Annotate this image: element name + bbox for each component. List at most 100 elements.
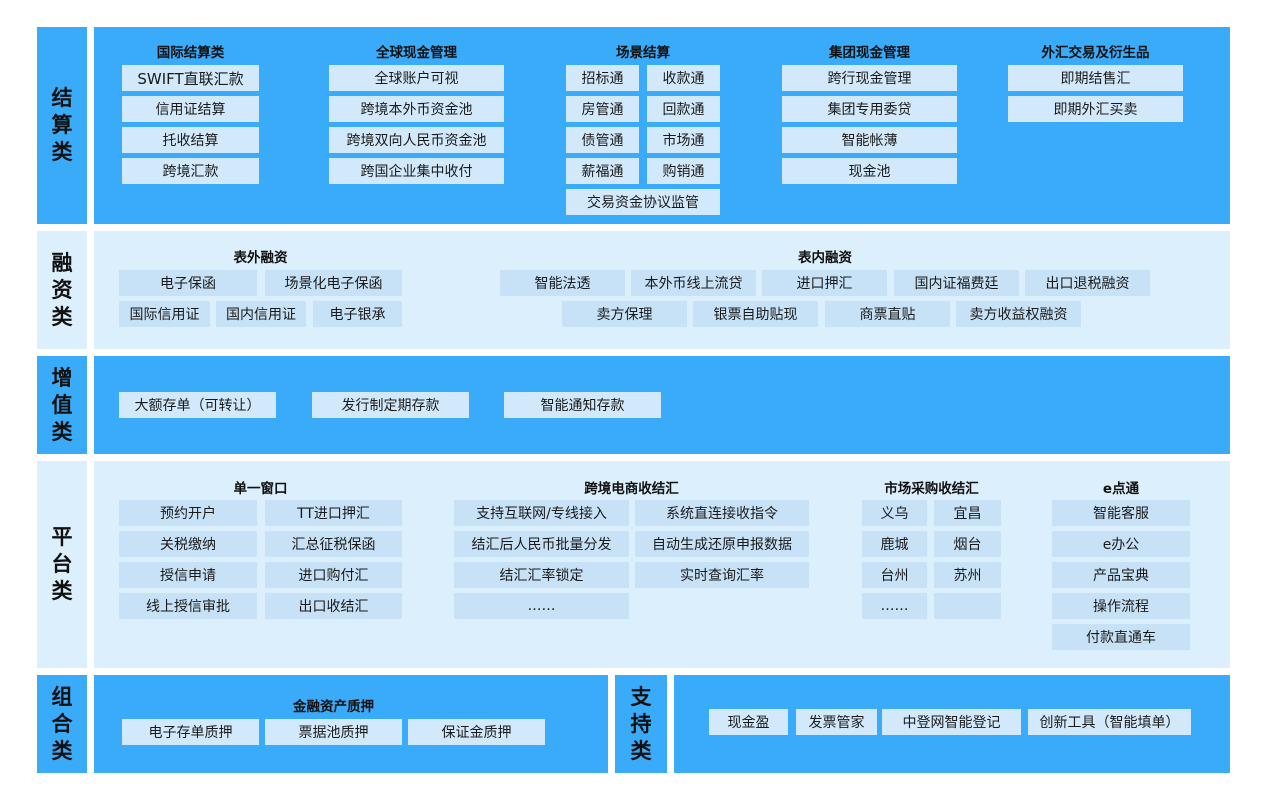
item-single-window[interactable]: 预约开户 bbox=[119, 500, 257, 526]
label-char: 类 bbox=[51, 140, 73, 164]
item-e-cd-pledge[interactable]: 电子存单质押 bbox=[122, 719, 259, 745]
item-single-window[interactable]: TT进口押汇 bbox=[265, 500, 402, 526]
item-scene-escrow[interactable]: 交易资金协议监管 bbox=[566, 189, 720, 215]
item-lc-settlement[interactable]: 信用证结算 bbox=[122, 96, 259, 122]
item-on-balance[interactable]: 卖方收益权融资 bbox=[956, 301, 1081, 327]
group-title-asset-pledge: 金融资产质押 bbox=[293, 699, 374, 715]
item-scene[interactable]: 市场通 bbox=[647, 127, 720, 153]
item-collection-settlement[interactable]: 托收结算 bbox=[122, 127, 259, 153]
item-custom-term-deposit[interactable]: 发行制定期存款 bbox=[312, 392, 469, 418]
item-group-entrusted-loan[interactable]: 集团专用委贷 bbox=[782, 96, 957, 122]
item-cross-border-pool[interactable]: 跨境本外币资金池 bbox=[329, 96, 504, 122]
item-on-balance[interactable]: 进口押汇 bbox=[762, 270, 887, 296]
item-cash-pool[interactable]: 现金池 bbox=[782, 158, 957, 184]
item-two-way-rmb-pool[interactable]: 跨境双向人民币资金池 bbox=[329, 127, 504, 153]
group-title-single-window: 单一窗口 bbox=[233, 481, 288, 497]
item-swift-remittance[interactable]: SWIFT直联汇款 bbox=[122, 65, 259, 91]
item-on-balance[interactable]: 银票自助贴现 bbox=[693, 301, 818, 327]
item-ecommerce[interactable]: 支持互联网/专线接入 bbox=[454, 500, 629, 526]
item-market-city[interactable]: 义乌 bbox=[862, 500, 927, 526]
label-char: 结 bbox=[51, 86, 73, 110]
item-market-more[interactable]: …… bbox=[862, 593, 927, 619]
item-market-empty bbox=[934, 593, 1001, 619]
item-on-balance[interactable]: 国内证福费廷 bbox=[894, 270, 1019, 296]
item-ecommerce[interactable]: 实时查询汇率 bbox=[635, 562, 809, 588]
item-on-balance[interactable]: 卖方保理 bbox=[562, 301, 687, 327]
item-e-point[interactable]: 操作流程 bbox=[1052, 593, 1190, 619]
item-single-window[interactable]: 授信申请 bbox=[119, 562, 257, 588]
item-scene-e-guarantee[interactable]: 场景化电子保函 bbox=[265, 270, 402, 296]
item-single-window[interactable]: 汇总征税保函 bbox=[265, 531, 402, 557]
item-e-point[interactable]: e办公 bbox=[1052, 531, 1190, 557]
item-invoice-manager[interactable]: 发票管家 bbox=[796, 709, 877, 735]
item-ecommerce[interactable]: 结汇汇率锁定 bbox=[454, 562, 629, 588]
item-global-account-view[interactable]: 全球账户可视 bbox=[329, 65, 504, 91]
label-char: 资 bbox=[51, 277, 73, 302]
item-ecommerce[interactable]: 结汇后人民币批量分发 bbox=[454, 531, 629, 557]
group-title-global-cash: 全球现金管理 bbox=[376, 45, 457, 61]
item-smart-ledger[interactable]: 智能帐薄 bbox=[782, 127, 957, 153]
item-cross-border-remittance[interactable]: 跨境汇款 bbox=[122, 158, 259, 184]
support-panel: 现金盈 发票管家 中登网智能登记 创新工具（智能填单） bbox=[674, 675, 1230, 773]
item-on-balance[interactable]: 出口退税融资 bbox=[1025, 270, 1150, 296]
row-label-support: 支 持 类 bbox=[615, 675, 667, 773]
item-scene[interactable]: 收款通 bbox=[647, 65, 720, 91]
item-scene[interactable]: 购销通 bbox=[647, 158, 720, 184]
item-scene[interactable]: 招标通 bbox=[566, 65, 639, 91]
item-innovation-tool[interactable]: 创新工具（智能填单） bbox=[1028, 709, 1191, 735]
item-scene[interactable]: 债管通 bbox=[566, 127, 639, 153]
platform-panel: 单一窗口 预约开户 TT进口押汇 关税缴纳 汇总征税保函 授信申请 进口购付汇 … bbox=[94, 461, 1230, 668]
label-char: 增 bbox=[51, 365, 73, 390]
row-label-combination: 组 合 类 bbox=[37, 675, 87, 773]
label-char: 类 bbox=[51, 419, 73, 444]
item-market-city[interactable]: 苏州 bbox=[934, 562, 1001, 588]
item-ecommerce[interactable]: 系统直连接收指令 bbox=[635, 500, 809, 526]
item-zhongdeng-registration[interactable]: 中登网智能登记 bbox=[882, 709, 1021, 735]
item-e-bank-acceptance[interactable]: 电子银承 bbox=[313, 301, 402, 327]
item-e-point[interactable]: 产品宝典 bbox=[1052, 562, 1190, 588]
item-e-point[interactable]: 付款直通车 bbox=[1052, 624, 1190, 650]
item-single-window[interactable]: 线上授信审批 bbox=[119, 593, 257, 619]
item-smart-notice-deposit[interactable]: 智能通知存款 bbox=[504, 392, 661, 418]
item-spot-fx-settlement[interactable]: 即期结售汇 bbox=[1008, 65, 1183, 91]
item-on-balance[interactable]: 商票直贴 bbox=[825, 301, 950, 327]
item-scene[interactable]: 回款通 bbox=[647, 96, 720, 122]
item-on-balance[interactable]: 智能法透 bbox=[500, 270, 625, 296]
item-domestic-lc[interactable]: 国内信用证 bbox=[216, 301, 306, 327]
item-market-city[interactable]: 宜昌 bbox=[934, 500, 1001, 526]
item-scene[interactable]: 薪福通 bbox=[566, 158, 639, 184]
label-char: 持 bbox=[630, 711, 652, 736]
group-title-on-balance: 表内融资 bbox=[798, 250, 852, 266]
item-spot-fx-trading[interactable]: 即期外汇买卖 bbox=[1008, 96, 1183, 122]
item-single-window[interactable]: 出口收结汇 bbox=[265, 593, 402, 619]
item-large-cd[interactable]: 大额存单（可转让） bbox=[119, 392, 276, 418]
item-on-balance[interactable]: 本外币线上流贷 bbox=[631, 270, 756, 296]
item-single-window[interactable]: 关税缴纳 bbox=[119, 531, 257, 557]
item-market-city[interactable]: 烟台 bbox=[934, 531, 1001, 557]
item-e-guarantee[interactable]: 电子保函 bbox=[119, 270, 257, 296]
label-char: 算 bbox=[51, 113, 73, 137]
group-title-scene-settlement: 场景结算 bbox=[616, 45, 670, 61]
value-added-panel: 大额存单（可转让） 发行制定期存款 智能通知存款 bbox=[94, 356, 1230, 454]
item-market-city[interactable]: 鹿城 bbox=[862, 531, 927, 557]
label-char: 台 bbox=[51, 552, 73, 576]
group-title-e-point: e点通 bbox=[1102, 481, 1140, 497]
item-ecommerce-more[interactable]: …… bbox=[454, 593, 629, 619]
row-label-settlement: 结 算 类 bbox=[37, 27, 87, 224]
item-e-point[interactable]: 智能客服 bbox=[1052, 500, 1190, 526]
item-cash-ying[interactable]: 现金盈 bbox=[709, 709, 788, 735]
item-centralized-collection[interactable]: 跨国企业集中收付 bbox=[329, 158, 504, 184]
settlement-panel: 国际结算类 SWIFT直联汇款 信用证结算 托收结算 跨境汇款 全球现金管理 全… bbox=[94, 27, 1230, 224]
item-intl-lc[interactable]: 国际信用证 bbox=[119, 301, 210, 327]
item-market-city[interactable]: 台州 bbox=[862, 562, 927, 588]
item-ecommerce[interactable]: 自动生成还原申报数据 bbox=[635, 531, 809, 557]
item-interbank-cash[interactable]: 跨行现金管理 bbox=[782, 65, 957, 91]
item-scene[interactable]: 房管通 bbox=[566, 96, 639, 122]
item-margin-pledge[interactable]: 保证金质押 bbox=[408, 719, 545, 745]
financing-panel: 表外融资 电子保函 场景化电子保函 国际信用证 国内信用证 电子银承 表内融资 … bbox=[94, 231, 1230, 349]
group-title-ecommerce: 跨境电商收结汇 bbox=[584, 481, 679, 497]
group-title-intl-settlement: 国际结算类 bbox=[156, 45, 225, 61]
label-char: 类 bbox=[51, 579, 73, 603]
item-single-window[interactable]: 进口购付汇 bbox=[265, 562, 402, 588]
item-bill-pool-pledge[interactable]: 票据池质押 bbox=[265, 719, 402, 745]
